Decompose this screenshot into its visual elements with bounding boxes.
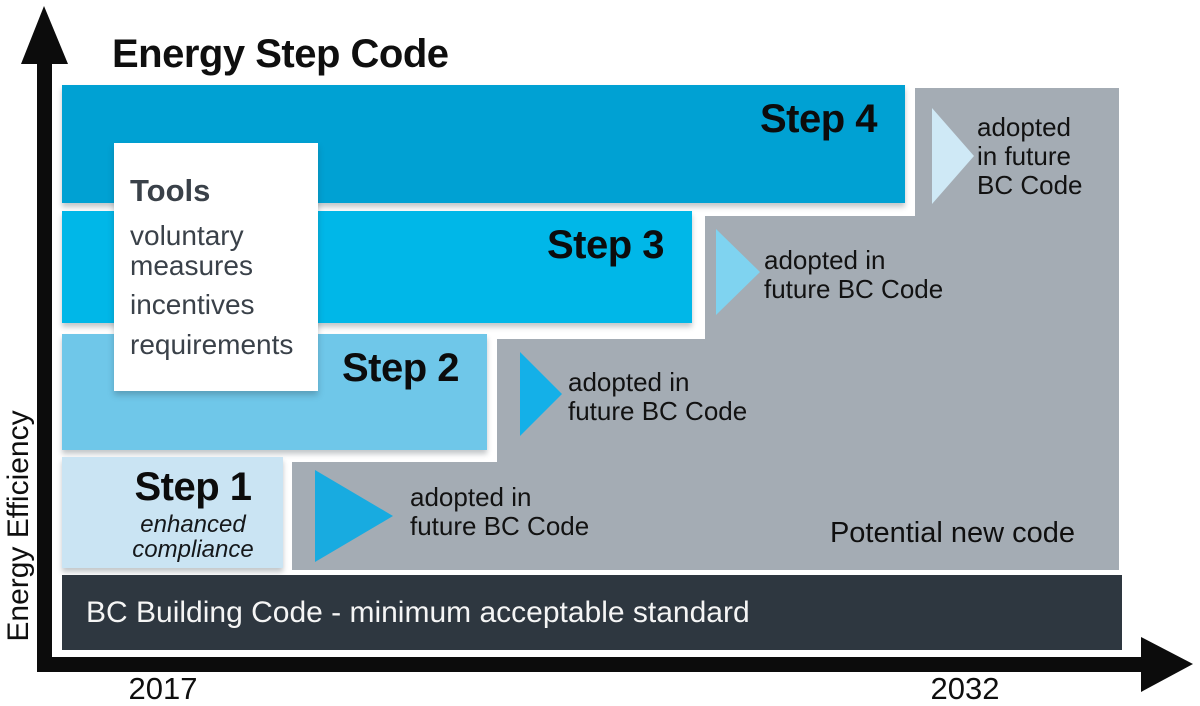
step-2-adoption-triangle-icon <box>520 352 562 436</box>
bc-building-code-label: BC Building Code - minimum acceptable st… <box>86 596 750 629</box>
step-2-label: Step 2 <box>341 346 460 390</box>
note-line: adopted in <box>410 482 532 512</box>
step-1-label-group: Step 1 enhanced compliance <box>107 465 279 563</box>
note-line: future BC Code <box>764 274 944 305</box>
note-line: adopted <box>977 112 1071 142</box>
step-2-adoption-note: adopted in future BC Code <box>568 367 748 427</box>
step-4-adoption-triangle-icon <box>932 108 974 204</box>
note-line: future BC Code <box>568 396 748 427</box>
potential-new-code-label: Potential new code <box>829 517 1075 549</box>
step-1-sublabel: enhanced compliance <box>132 511 254 564</box>
potential-code-region-row2 <box>497 339 1119 462</box>
step-4-label: Step 4 <box>759 97 878 141</box>
y-axis-arrowhead-icon <box>21 6 68 64</box>
bc-building-code-bar: BC Building Code - minimum acceptable st… <box>62 575 1122 650</box>
note-line: adopted in <box>568 367 690 397</box>
note-line: adopted in <box>764 245 886 275</box>
x-axis-arrowhead-icon <box>1141 637 1193 692</box>
page-title: Energy Step Code <box>112 32 449 76</box>
step-1-adoption-note: adopted in future BC Code <box>410 482 590 542</box>
note-line: BC Code <box>977 170 1083 201</box>
x-tick-2017: 2017 <box>128 671 198 706</box>
tools-box-title: Tools <box>130 173 211 208</box>
y-axis-line <box>37 44 52 672</box>
potential-code-region-row3 <box>705 216 1119 339</box>
step-3-adoption-note: adopted in future BC Code <box>764 245 944 305</box>
step-1-label: Step 1 <box>134 465 252 509</box>
tools-box: Tools voluntary measures incentives requ… <box>114 143 318 391</box>
potential-code-region-row1 <box>292 462 1119 570</box>
tools-item-voluntary-measures: voluntary measures <box>130 220 253 282</box>
tools-item-requirements: requirements <box>130 328 294 360</box>
step-1-bar: Step 1 enhanced compliance <box>62 457 283 568</box>
step-3-label: Step 3 <box>546 223 665 267</box>
x-tick-2032: 2032 <box>930 671 1000 706</box>
note-line: in future <box>977 141 1071 172</box>
tools-item-incentives: incentives <box>130 289 255 321</box>
step-1-adoption-triangle-icon <box>315 470 393 562</box>
y-axis-label: Energy Efficiency <box>2 410 35 642</box>
step-3-adoption-triangle-icon <box>716 229 760 315</box>
note-line: future BC Code <box>410 511 590 542</box>
x-axis-line <box>37 657 1147 672</box>
step-4-adoption-note: adopted in future BC Code <box>977 112 1083 201</box>
